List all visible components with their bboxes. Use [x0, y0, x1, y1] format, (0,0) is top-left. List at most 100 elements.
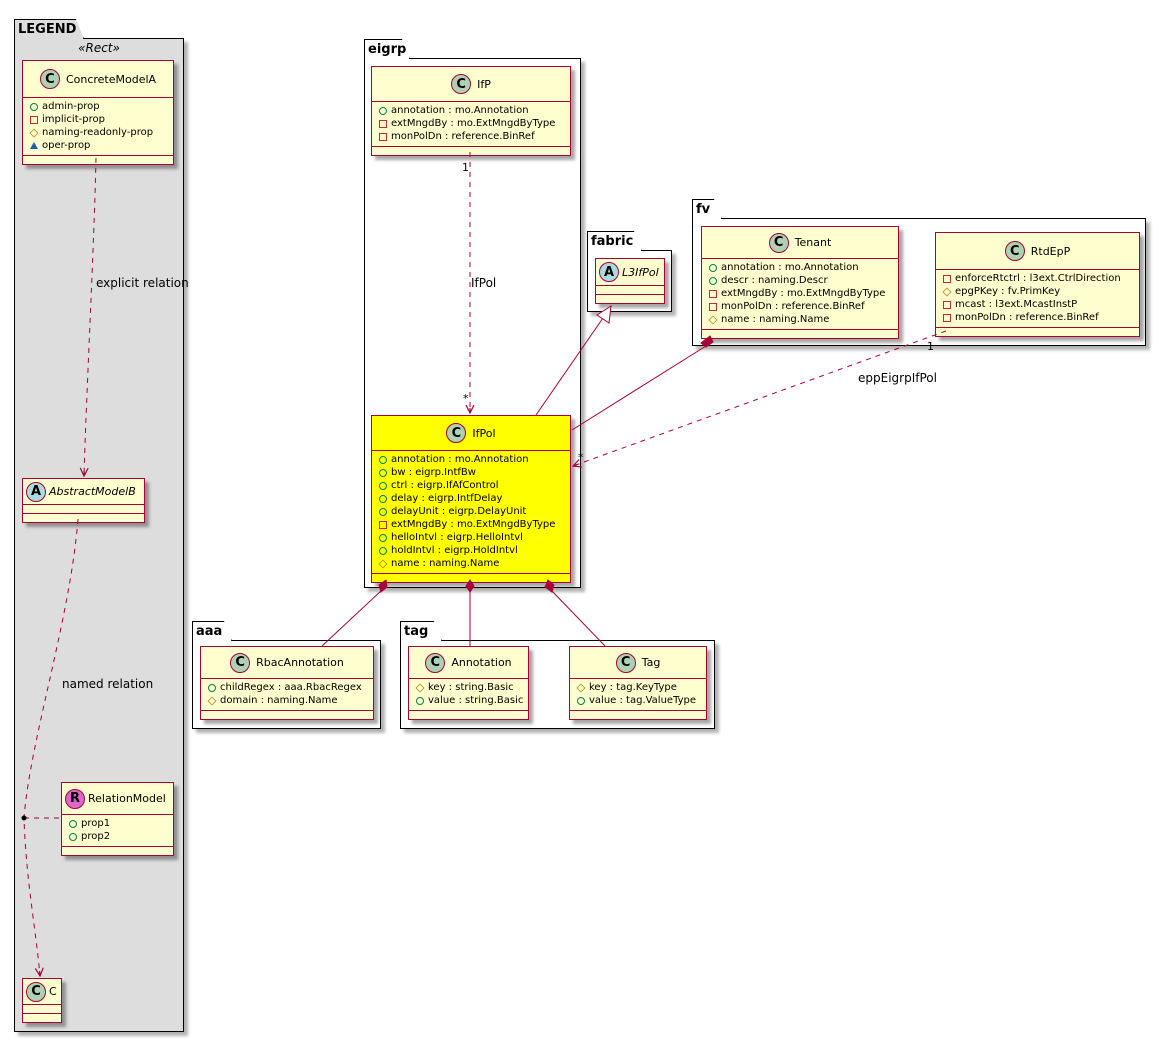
public-visibility-icon	[379, 533, 387, 542]
attribute-text: value : tag.ValueType	[589, 695, 697, 706]
tag-diamond	[544, 579, 555, 593]
class-attributes	[23, 505, 144, 514]
class-spot-icon: C	[615, 652, 636, 673]
class-name: Annotation	[451, 656, 512, 669]
named-relation-edge	[23, 518, 79, 976]
attribute-text: holdIntvl : eigrp.HoldIntvl	[391, 545, 518, 556]
public-visibility-icon	[379, 546, 387, 555]
attribute-text: annotation : mo.Annotation	[721, 262, 859, 273]
private-visibility-icon	[943, 313, 951, 322]
public-visibility-icon	[69, 832, 77, 841]
public-visibility-icon	[577, 696, 585, 705]
class-name: C	[49, 985, 57, 998]
private-visibility-icon	[943, 300, 951, 309]
class-name: Tag	[641, 656, 661, 669]
attribute-row: annotation : mo.Annotation	[709, 261, 894, 274]
association-point	[21, 815, 27, 821]
class-spot-icon: C	[230, 652, 251, 673]
attribute-text: annotation : mo.Annotation	[391, 105, 529, 116]
private-visibility-icon	[30, 115, 38, 124]
public-visibility-icon	[379, 455, 387, 464]
attribute-text: delayUnit : eigrp.DelayUnit	[391, 506, 527, 517]
explicit-relation-label: explicit relation	[96, 276, 189, 290]
ifpol-to-multiplicity: *	[463, 392, 469, 405]
private-visibility-icon	[709, 289, 717, 298]
generalization-edge	[535, 317, 604, 416]
class-rbacannotation[interactable]: C RbacAnnotation childRegex : aaa.RbacRege…	[200, 646, 374, 720]
generalization-triangle	[596, 305, 612, 324]
package-aaa-tab: aaa	[192, 621, 232, 641]
attribute-text: prop1	[81, 818, 111, 829]
attribute-text: enforceRtctrl : l3ext.CtrlDirection	[955, 273, 1121, 284]
attribute-text: annotation : mo.Annotation	[391, 454, 529, 465]
class-attributes	[596, 286, 664, 295]
epp-edge	[573, 330, 947, 466]
class-header: C RbacAnnotation	[201, 647, 373, 679]
class-name: IfPol	[472, 426, 496, 440]
attribute-row: extMngdBy : mo.ExtMngdByType	[709, 287, 894, 300]
attribute-text: monPolDn : reference.BinRef	[721, 301, 865, 312]
tenant-composition-edge	[571, 345, 707, 431]
attribute-text: prop2	[81, 831, 111, 842]
attribute-text: admin-prop	[42, 101, 100, 112]
tenant-diamond	[700, 335, 714, 348]
annotation-diamond	[465, 579, 475, 593]
class-attributes	[23, 1005, 61, 1014]
attribute-row: childRegex : aaa.RbacRegex	[208, 681, 369, 694]
class-attributes: key : tag.KeyType value : tag.ValueType	[570, 679, 706, 711]
attribute-row: descr : naming.Descr	[709, 274, 894, 287]
attribute-row: admin-prop	[30, 100, 169, 113]
private-visibility-icon	[709, 302, 717, 311]
class-name: IfP	[477, 77, 491, 91]
epp-from-multiplicity: 1	[927, 340, 934, 353]
attribute-row: oper-prop	[30, 139, 169, 152]
attribute-row: bw : eigrp.IntfBw	[379, 466, 566, 479]
attribute-row: epgPKey : fv.PrimKey	[942, 285, 1135, 298]
attribute-row: name : naming.Name	[378, 557, 566, 570]
attribute-text: monPolDn : reference.BinRef	[955, 312, 1099, 323]
attribute-row: annotation : mo.Annotation	[379, 104, 566, 117]
package-visibility-icon	[30, 142, 38, 149]
class-spot-icon: C	[768, 232, 789, 253]
class-tag[interactable]: C Tag key : tag.KeyType value : tag.ValueTy…	[569, 646, 707, 720]
attribute-row: extMngdBy : mo.ExtMngdByType	[379, 518, 566, 531]
attribute-row: value : tag.ValueType	[577, 694, 702, 707]
attribute-text: naming-readonly-prop	[42, 127, 154, 138]
public-visibility-icon	[379, 494, 387, 503]
class-name: RtdEpP	[1030, 244, 1071, 258]
rbac-diamond	[378, 579, 388, 593]
attribute-text: key : tag.KeyType	[589, 682, 677, 693]
attribute-text: helloIntvl : eigrp.HelloIntvl	[391, 532, 523, 543]
relation-spot-icon: R	[65, 788, 85, 809]
package-legend	[14, 38, 184, 1032]
attribute-row: monPolDn : reference.BinRef	[943, 311, 1135, 324]
attribute-row: helloIntvl : eigrp.HelloIntvl	[379, 531, 566, 544]
attribute-text: name : naming.Name	[721, 314, 830, 325]
package-eigrp-tab: eigrp	[364, 39, 410, 59]
attribute-row: prop1	[69, 817, 169, 830]
attribute-row: key : tag.KeyType	[576, 681, 702, 694]
class-name: RbacAnnotation	[256, 656, 344, 669]
